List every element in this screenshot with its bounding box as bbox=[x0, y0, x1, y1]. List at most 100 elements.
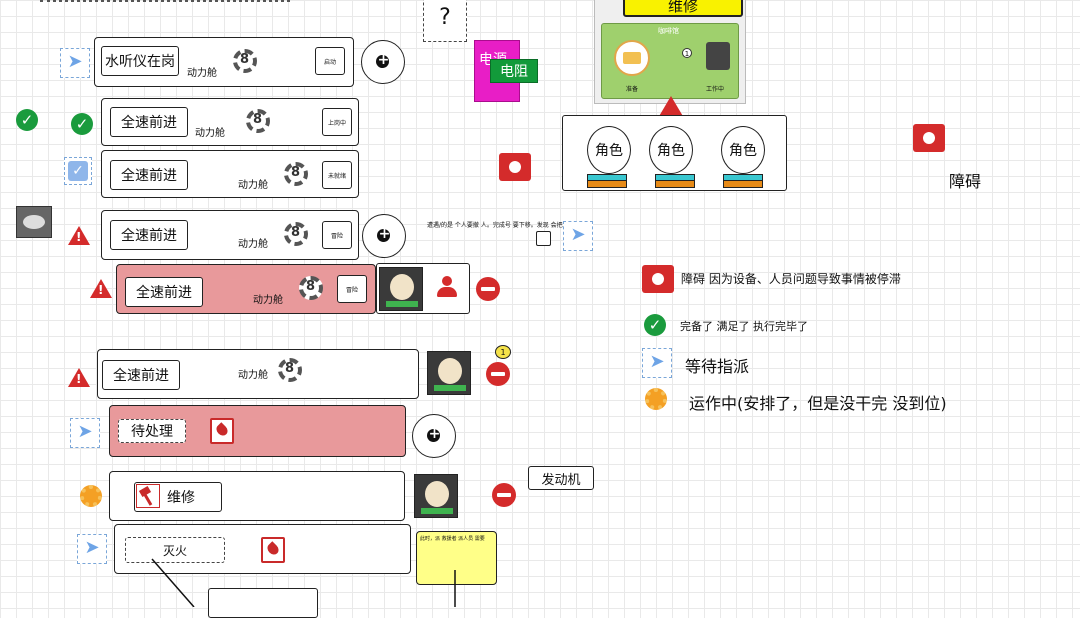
task-label[interactable]: 待处理 bbox=[118, 419, 186, 443]
pointer-triangle bbox=[658, 96, 684, 118]
game-panel: 维修 咖啡馆 1 准备 工作中 bbox=[594, 0, 746, 104]
gear-sun-icon bbox=[80, 485, 102, 507]
plane-icon: ➤ bbox=[60, 48, 90, 78]
fire-icon bbox=[261, 537, 285, 563]
status-button[interactable]: 未就绪 bbox=[322, 161, 352, 189]
legend-waiting: 等待指派 bbox=[685, 357, 750, 376]
task-card[interactable]: 灭火 bbox=[114, 524, 411, 574]
game-panel-title: 维修 bbox=[623, 0, 743, 17]
stop-icon bbox=[642, 265, 674, 293]
assignee-box[interactable] bbox=[376, 263, 470, 314]
character-bar-orange bbox=[587, 180, 627, 188]
check-icon: ✓ bbox=[644, 314, 666, 336]
character-card[interactable]: 角色 角色 角色 bbox=[562, 115, 787, 191]
resistor-front[interactable]: 电阻 bbox=[490, 59, 538, 83]
sticky-note[interactable]: 此时，派 救援者 派人员 需要 bbox=[416, 531, 497, 585]
task-card[interactable]: 水听仪在岗 动力舱 启动 bbox=[94, 37, 354, 87]
task-card[interactable]: 维修 bbox=[109, 471, 405, 521]
gear-8-icon bbox=[233, 49, 257, 73]
sticky-note-text: 此时，派 救援者 派人员 需要 bbox=[420, 536, 485, 542]
task-label[interactable]: 全速前进 bbox=[110, 107, 188, 137]
game-footer-right: 工作中 bbox=[706, 86, 725, 93]
remove-icon[interactable] bbox=[476, 277, 500, 301]
plane-icon: ➤ bbox=[642, 348, 672, 378]
task-card[interactable]: 全速前进 动力舱 冒险 bbox=[101, 210, 359, 260]
task-sub: 动力舱 bbox=[238, 370, 268, 381]
remove-icon[interactable] bbox=[492, 483, 516, 507]
game-footer-left: 准备 bbox=[626, 86, 639, 93]
task-card[interactable]: 全速前进 动力舱 上岗中 bbox=[101, 98, 359, 146]
character-avatar bbox=[379, 267, 423, 311]
task-sub: 动力舱 bbox=[238, 180, 268, 191]
task-sub: 动力舱 bbox=[195, 128, 225, 139]
gear-8-icon bbox=[284, 162, 308, 186]
person-icon bbox=[437, 276, 457, 298]
check-icon: ✓ bbox=[71, 113, 93, 135]
status-button[interactable]: 冒险 bbox=[322, 221, 352, 249]
plane-icon: ➤ bbox=[70, 418, 100, 448]
task-label[interactable]: 全速前进 bbox=[125, 277, 203, 307]
question-mark: ? bbox=[439, 4, 451, 30]
gear-8-icon bbox=[299, 276, 323, 300]
remove-icon[interactable] bbox=[486, 362, 510, 386]
character-bar-orange bbox=[655, 180, 695, 188]
add-button[interactable] bbox=[362, 214, 406, 258]
badge-icon: 1 bbox=[495, 345, 511, 359]
checkbox[interactable] bbox=[536, 231, 551, 246]
plane-icon: ➤ bbox=[77, 534, 107, 564]
gear-8-icon bbox=[284, 222, 308, 246]
character-avatar bbox=[427, 351, 471, 395]
resistor-front-label: 电阻 bbox=[500, 64, 528, 80]
game-badge-text: 1 bbox=[684, 50, 690, 58]
task-label[interactable]: 全速前进 bbox=[102, 360, 180, 390]
tool-thumbnail bbox=[16, 206, 52, 238]
status-button[interactable]: 启动 bbox=[315, 47, 345, 75]
add-button[interactable] bbox=[412, 414, 456, 458]
tooltip-text: 遭遇/的是 个人要撤 人。完成号 要下移。发现 会把 bbox=[427, 222, 563, 229]
question-box[interactable]: ? bbox=[423, 0, 467, 42]
task-label[interactable]: 全速前进 bbox=[110, 220, 188, 250]
task-card[interactable]: 全速前进 动力舱 bbox=[97, 349, 419, 399]
warning-icon bbox=[90, 279, 112, 298]
plane-icon: ➤ bbox=[563, 221, 593, 251]
game-inner: 咖啡馆 1 准备 工作中 bbox=[601, 23, 739, 99]
fire-icon bbox=[210, 418, 234, 444]
game-badge: 1 bbox=[682, 48, 692, 58]
warning-icon bbox=[68, 368, 90, 387]
checkbox-checked-icon[interactable]: ✓ bbox=[64, 157, 92, 185]
legend-blocker: 障碍 因为设备、人员问题导致事情被停滞 bbox=[681, 272, 901, 286]
engine-label[interactable]: 发动机 bbox=[528, 466, 594, 490]
warning-icon bbox=[68, 226, 90, 245]
task-label[interactable]: 全速前进 bbox=[110, 160, 188, 190]
character-slot[interactable]: 角色 bbox=[587, 126, 631, 174]
stop-icon bbox=[913, 124, 945, 152]
gear-8-icon bbox=[278, 358, 302, 382]
status-button[interactable]: 冒险 bbox=[337, 275, 367, 303]
gear-sun-icon bbox=[645, 388, 667, 410]
task-card-pending[interactable]: 全速前进 动力舱 冒险 bbox=[116, 264, 376, 314]
task-card[interactable]: 全速前进 动力舱 未就绪 bbox=[101, 150, 359, 198]
blocker-label: 障碍 bbox=[949, 172, 982, 191]
character-slot[interactable]: 角色 bbox=[721, 126, 765, 174]
task-label[interactable]: 灭火 bbox=[125, 537, 225, 563]
task-card-pending[interactable]: 待处理 bbox=[109, 405, 406, 457]
status-button[interactable]: 上岗中 bbox=[322, 108, 352, 136]
top-cut-text bbox=[40, 0, 290, 2]
stop-icon bbox=[499, 153, 531, 181]
character-avatar bbox=[414, 474, 458, 518]
game-inner-title: 咖啡馆 bbox=[658, 27, 679, 35]
task-sub: 动力舱 bbox=[187, 68, 217, 79]
machine-icon bbox=[706, 42, 730, 70]
task-sub: 动力舱 bbox=[238, 239, 268, 250]
cheese-icon bbox=[614, 40, 650, 76]
hammer-icon bbox=[136, 484, 160, 508]
character-bar-orange bbox=[723, 180, 763, 188]
add-button[interactable] bbox=[361, 40, 405, 84]
legend-running: 运作中(安排了，但是没干完 没到位) bbox=[689, 394, 947, 413]
character-slot[interactable]: 角色 bbox=[649, 126, 693, 174]
bottom-box[interactable] bbox=[208, 588, 318, 618]
check-icon: ✓ bbox=[16, 109, 38, 131]
task-label[interactable]: 水听仪在岗 bbox=[101, 46, 179, 76]
gear-8-icon bbox=[246, 109, 270, 133]
